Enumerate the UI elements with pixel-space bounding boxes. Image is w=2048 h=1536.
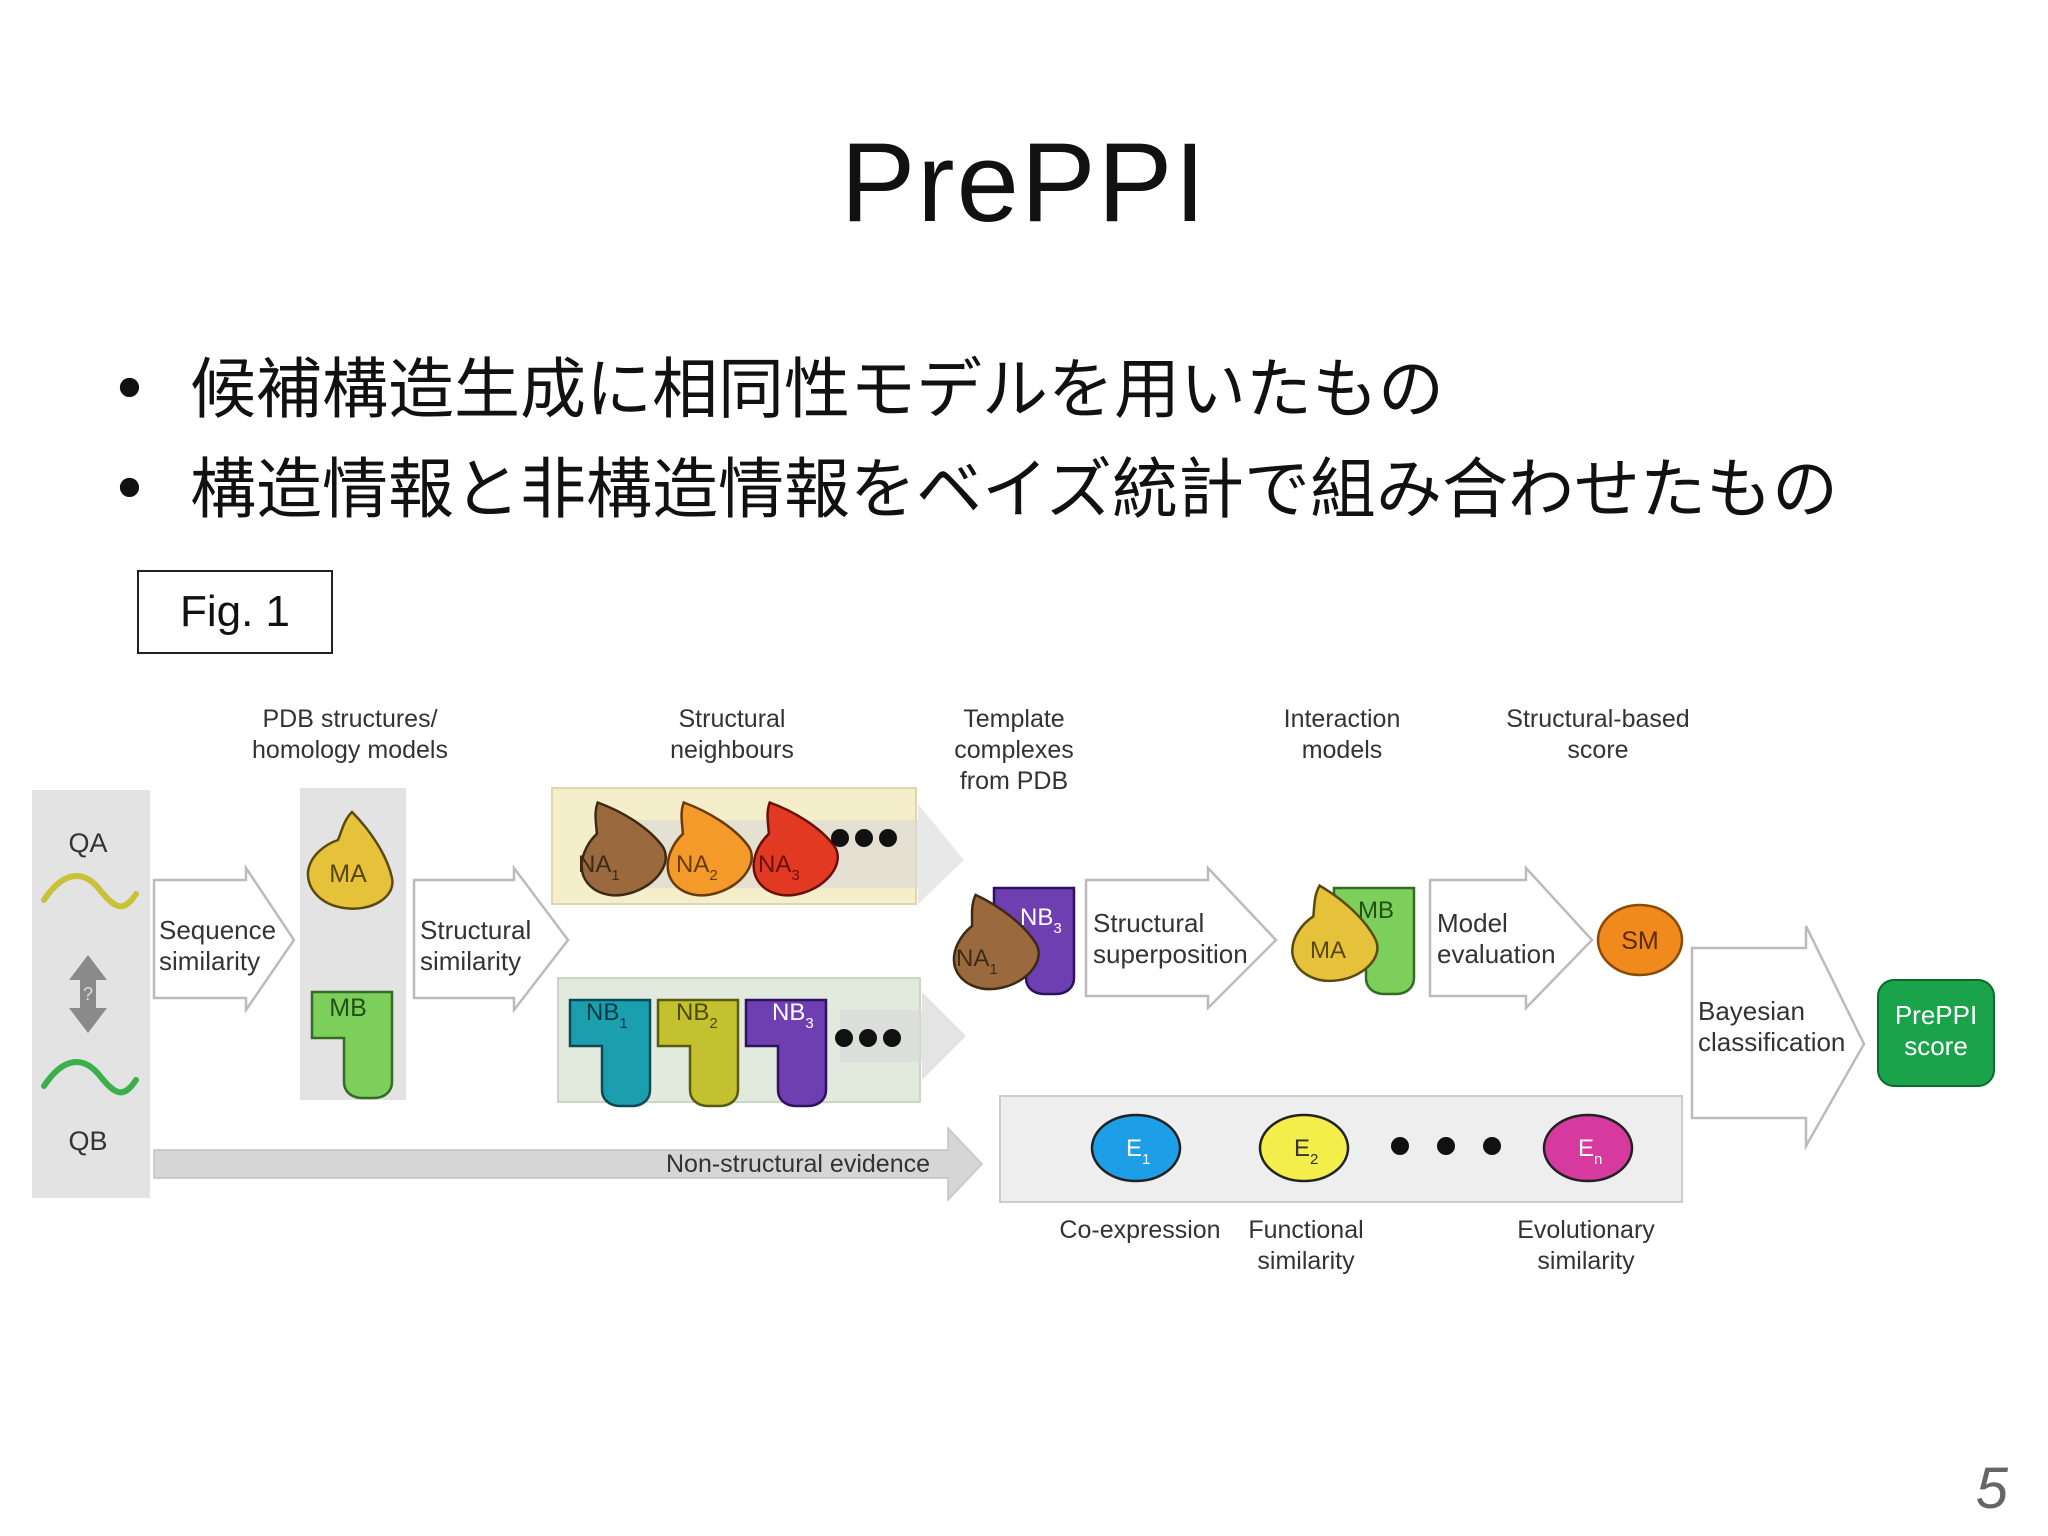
bullet-item: • 候補構造生成に相同性モデルを用いたもの [110,340,1838,440]
qa-wave [41,873,139,910]
arrow-nb-to-template [840,992,966,1080]
evidence-e1-node-shape [1090,1113,1182,1183]
sm-score-node [1596,903,1684,977]
arrow-sequence-line2: similarity [159,946,260,976]
header-neighbours-line1: Structural [679,705,786,733]
nb1-label: NB1 [586,999,628,1032]
na1-label: NA1 [578,851,620,884]
preppi-score-line1: PrePPI [1895,1000,1977,1030]
page-number: 5 [1975,1456,2008,1521]
header-templates-line3: from PDB [960,767,1068,795]
bullet-dot: • [110,351,149,428]
arrow-structural-superposition [1084,864,1278,1012]
question-mark: ? [83,984,93,1004]
template-nb3-label: NB3 [1020,904,1062,937]
preppi-score-box [1877,979,1995,1087]
header-score-line1: Structural-based [1506,705,1689,733]
evidence-evolutionary-line2: similarity [1537,1247,1635,1275]
ma-label: MA [329,860,367,888]
evidence-e1-node-label: E1 [1126,1135,1150,1168]
bullet-text: 構造情報と非構造情報をベイズ統計で組み合わせたもの [190,451,1839,528]
figure-label-box: Fig. 1 [137,570,333,654]
bullet-dot: • [110,451,149,528]
double-arrow-icon: ? [69,955,107,1033]
qb-label: QB [68,1126,107,1156]
nb3-label: NB3 [772,999,814,1032]
bullet-list: • 候補構造生成に相同性モデルを用いたもの • 構造情報と非構造情報をベイズ統計で組… [110,340,1838,540]
interaction-mb-label: MB [1358,897,1394,924]
header-neighbours-line2: neighbours [670,736,794,764]
header-pdb-line1: PDB structures/ [262,705,437,733]
more-nb-ellipsis [835,1029,901,1047]
evidence-e2-node-shape [1258,1113,1350,1183]
header-interaction-line2: models [1302,736,1383,764]
more-na-ellipsis [831,829,897,847]
sm-score-label: SM [1621,927,1659,955]
arrow-sequence-line1: Sequence [159,915,276,945]
evidence-e2-node-label: E2 [1294,1135,1318,1168]
arrow-structural-similarity [412,864,570,1014]
header-pdb-line2: homology models [252,736,448,764]
evidence-coexpression-label: Co-expression [1059,1216,1220,1244]
na2-label: NA2 [676,851,718,884]
evidence-e1-node: E1 [1090,1113,1182,1183]
evidence-evolutionary-line1: Evolutionary [1517,1216,1655,1244]
arrow-structural-line1: Structural [420,915,531,945]
bullet-text: 候補構造生成に相同性モデルを用いたもの [190,351,1444,428]
na3-label: NA3 [758,851,800,884]
slide-title: PrePPI [840,120,1208,245]
arrow-bayesian-line1: Bayesian [1698,996,1805,1026]
evidence-nodes: E1 E2 En [1090,1113,1634,1183]
arrow-model-evaluation [1428,864,1594,1012]
header-templates-line2: complexes [954,736,1074,764]
mb-label: MB [329,994,367,1022]
arrow-superposition-line2: superposition [1093,939,1248,969]
arrow-bayesian-classification [1690,925,1866,1151]
evidence-en-node-label: En [1578,1135,1602,1168]
arrow-sequence-similarity [152,863,296,1015]
bullet-item: • 構造情報と非構造情報をベイズ統計で組み合わせたもの [110,440,1838,540]
arrow-nonstructural-evidence [153,1126,984,1202]
more-evidence-ellipsis [1391,1137,1501,1155]
preppi-score-line2: score [1904,1031,1968,1061]
header-score-line2: score [1567,736,1628,764]
arrow-nonstructural-label: Non-structural evidence [666,1150,930,1178]
interaction-ma-label: MA [1310,937,1346,964]
evidence-en-node: En [1542,1113,1634,1183]
qa-label: QA [68,828,107,858]
qb-wave [41,1059,139,1096]
nb2-label: NB2 [676,999,718,1032]
evidence-en-node-shape [1542,1113,1634,1183]
arrow-superposition-line1: Structural [1093,908,1204,938]
template-na1-label: NA1 [956,945,998,978]
evidence-e2-node: E2 [1258,1113,1350,1183]
evidence-functional-line2: similarity [1257,1247,1355,1275]
arrow-model-eval-line1: Model [1437,908,1508,938]
header-templates-line1: Template [963,705,1064,733]
arrow-model-eval-line2: evaluation [1437,939,1556,969]
arrow-structural-line2: similarity [420,946,521,976]
header-interaction-line1: Interaction [1284,705,1401,733]
arrow-bayesian-line2: classification [1698,1027,1845,1057]
evidence-functional-line1: Functional [1248,1216,1363,1244]
figure-label: Fig. 1 [179,587,291,636]
